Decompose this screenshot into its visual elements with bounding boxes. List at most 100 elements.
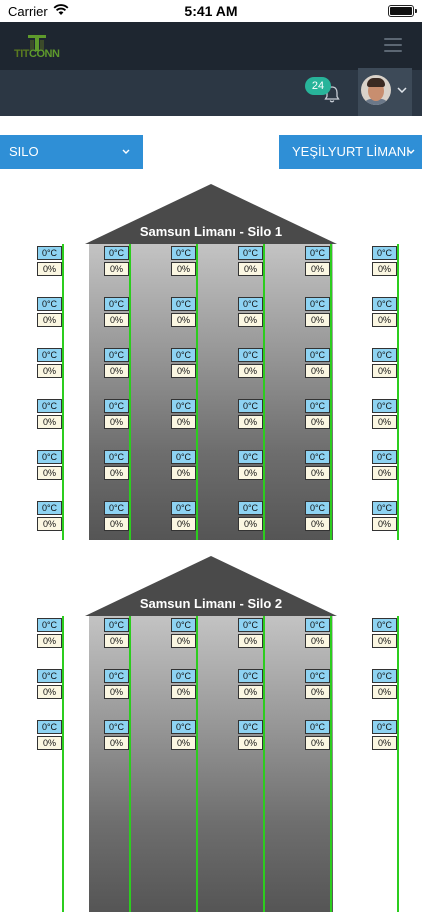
temperature-value: 0°C: [238, 720, 263, 734]
silo-title: Samsun Limanı - Silo 1: [139, 224, 283, 239]
sensor-cable: [196, 244, 198, 540]
humidity-value: 0%: [171, 634, 196, 648]
humidity-value: 0%: [104, 736, 129, 750]
temperature-value: 0°C: [238, 246, 263, 260]
temperature-value: 0°C: [171, 720, 196, 734]
silo-roof: [85, 184, 337, 244]
notification-badge[interactable]: 24: [305, 77, 331, 95]
status-bar: Carrier 5:41 AM: [0, 0, 422, 22]
humidity-value: 0%: [238, 517, 263, 531]
humidity-value: 0%: [305, 262, 330, 276]
silo-title: Samsun Limanı - Silo 2: [139, 596, 283, 611]
temperature-value: 0°C: [104, 246, 129, 260]
silo-body: [89, 616, 333, 912]
temperature-value: 0°C: [37, 450, 62, 464]
user-bar: 24: [0, 70, 422, 116]
humidity-value: 0%: [372, 736, 397, 750]
type-select[interactable]: SILO: [0, 135, 143, 169]
humidity-value: 0%: [372, 466, 397, 480]
humidity-value: 0%: [372, 313, 397, 327]
humidity-value: 0%: [37, 415, 62, 429]
port-select[interactable]: YEŞİLYURT LİMANI: [279, 135, 422, 169]
menu-icon[interactable]: [384, 38, 402, 52]
type-select-value: SILO: [9, 144, 39, 159]
temperature-value: 0°C: [37, 399, 62, 413]
humidity-value: 0%: [37, 685, 62, 699]
app-logo-text: TITCONN: [14, 48, 60, 60]
chevron-down-icon: [407, 149, 415, 154]
humidity-value: 0%: [372, 634, 397, 648]
temperature-value: 0°C: [37, 669, 62, 683]
carrier-label: Carrier: [8, 4, 48, 19]
humidity-value: 0%: [104, 685, 129, 699]
humidity-value: 0%: [372, 364, 397, 378]
temperature-value: 0°C: [305, 669, 330, 683]
humidity-value: 0%: [238, 313, 263, 327]
sensor-cable: [129, 616, 131, 912]
clock: 5:41 AM: [184, 3, 238, 19]
humidity-value: 0%: [104, 517, 129, 531]
avatar[interactable]: [361, 75, 391, 105]
humidity-value: 0%: [372, 685, 397, 699]
silo-body: [89, 244, 333, 540]
humidity-value: 0%: [37, 466, 62, 480]
chevron-down-icon[interactable]: [397, 87, 407, 93]
humidity-value: 0%: [104, 262, 129, 276]
temperature-value: 0°C: [104, 618, 129, 632]
